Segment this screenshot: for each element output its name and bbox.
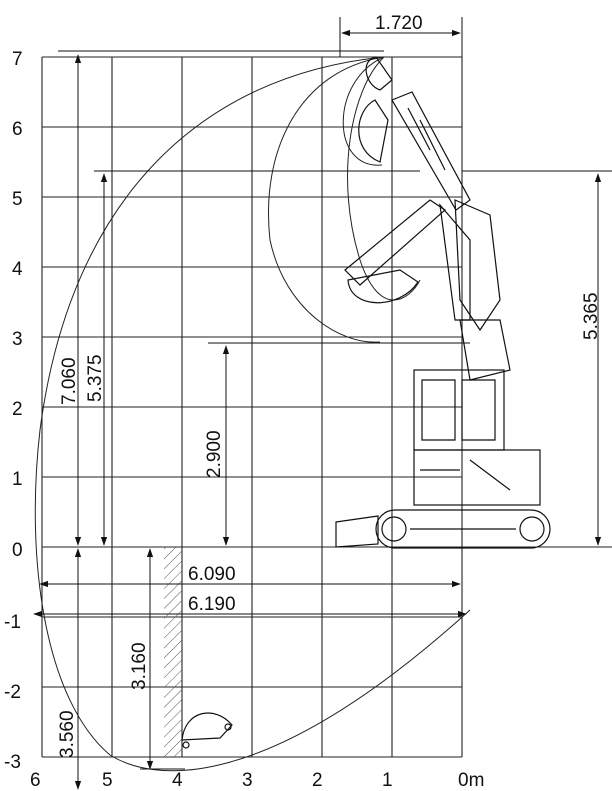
machine-body — [413, 449, 541, 506]
dim-max-dig-depth-label: 3.560 — [57, 710, 78, 758]
dim-reach-ground-label: 6.090 — [188, 564, 236, 585]
dim-top-width: 1.720 — [339, 13, 463, 57]
working-range-curves — [34, 56, 471, 772]
y-tick-label: 2 — [12, 399, 23, 420]
x-tick-label: 3 — [242, 770, 253, 791]
y-tick-label: 6 — [12, 119, 23, 140]
y-tick-label: 0 — [12, 540, 23, 561]
y-tick-label: 1 — [12, 469, 23, 490]
dim-max-reach-height-label: 7.060 — [59, 357, 80, 405]
dim-overall-height-label: 5.365 — [581, 292, 602, 340]
y-tick-label: -2 — [4, 682, 21, 703]
x-tick-label: 1 — [382, 770, 393, 791]
y-tick-label: 5 — [12, 189, 23, 210]
vertical-wall-hatch — [164, 547, 182, 757]
x-tick-label: 4 — [172, 770, 183, 791]
dim-vertical-wall-label: 3.160 — [129, 642, 150, 690]
track — [375, 509, 551, 549]
x-tick-label: 0m — [458, 770, 484, 791]
bucket-top — [358, 56, 393, 163]
dim-min-dump-height-label: 2.900 — [204, 430, 225, 478]
x-axis-labels: 6 5 4 3 2 1 0m — [30, 770, 484, 791]
y-tick-label: -1 — [4, 612, 21, 633]
dozer-blade — [335, 515, 379, 548]
bucket-dig — [181, 712, 233, 749]
dim-max-dump-height-label: 5.375 — [85, 354, 106, 402]
bucket-low — [347, 269, 419, 304]
cab — [413, 369, 505, 451]
x-tick-label: 6 — [30, 770, 41, 791]
y-tick-label: -3 — [4, 752, 21, 773]
y-tick-label: 4 — [12, 259, 23, 280]
x-tick-label: 2 — [312, 770, 323, 791]
grid — [41, 56, 463, 758]
y-tick-label: 3 — [12, 329, 23, 350]
excavator-machine — [335, 91, 551, 549]
dim-max-reach-label: 6.190 — [188, 594, 236, 615]
dim-top-width-label: 1.720 — [375, 13, 423, 34]
y-tick-label: 7 — [12, 49, 23, 70]
x-tick-label: 5 — [102, 770, 113, 791]
y-axis-labels: 7 6 5 4 3 2 1 0 -1 -2 -3 — [4, 49, 23, 773]
